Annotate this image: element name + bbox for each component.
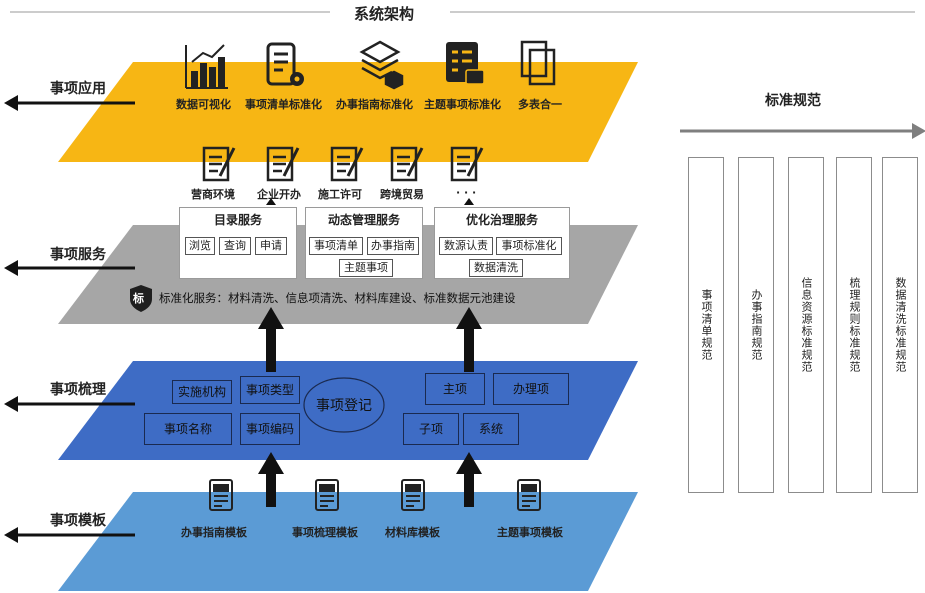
form-icon-4 [517, 479, 541, 511]
app-doc-more: · · · [456, 186, 477, 199]
up-arrow-small-1 [266, 198, 276, 205]
left-arrow-service [4, 260, 135, 276]
service-group-title: 动态管理服务 [327, 213, 400, 227]
form-icon-2 [315, 479, 339, 511]
app-item-guide-standard: 办事指南标准化 [336, 98, 413, 111]
service-tag-query: 查询 [219, 237, 251, 255]
standard-column-text: 信息资源标准规范 [800, 277, 813, 373]
layer-label-app: 事项应用 [50, 81, 106, 97]
app-doc-enterprise-start: 企业开办 [257, 188, 301, 201]
service-tag-guide: 办事指南 [367, 237, 419, 255]
combing-item-main: 主项 [425, 373, 485, 405]
page-title: 系统架构 [354, 5, 415, 23]
standard-column-info-resource: 信息资源标准规范 [788, 157, 824, 493]
service-tag-source-duty: 数源认责 [439, 237, 493, 255]
standard-service-text: 标准化服务：材料清洗、信息项清洗、材料库建设、标准数据元池建设 [159, 291, 516, 305]
app-doc-cross-border-trade: 跨境贸易 [380, 188, 424, 201]
standard-column-data-cleaning: 数据清洗标准规范 [882, 157, 918, 493]
left-arrow-combing [4, 396, 135, 412]
form-icon-1 [209, 479, 233, 511]
service-group-dynamic: 动态管理服务 事项清单 办事指南 主题事项 [305, 207, 423, 279]
combing-item-sub: 子项 [403, 413, 459, 445]
standard-column-text: 事项清单规范 [700, 289, 713, 361]
doc-icon-1 [202, 146, 236, 182]
template-item-topic: 主题事项模板 [497, 526, 563, 539]
standards-arrow [680, 123, 925, 139]
doc-icon-5 [450, 146, 484, 182]
left-arrow-template [4, 527, 135, 543]
app-item-merge-forms: 多表合一 [518, 98, 562, 111]
doc-icon-3 [330, 146, 364, 182]
service-tag-data-clean: 数据清洗 [469, 259, 523, 277]
standard-column-guide: 办事指南规范 [738, 157, 774, 493]
layer-label-combing: 事项梳理 [50, 382, 106, 398]
service-group-title: 目录服务 [213, 213, 262, 227]
standards-title: 标准规范 [765, 93, 821, 109]
combing-item-code: 事项编码 [240, 413, 300, 445]
standard-column-text: 数据清洗标准规范 [894, 277, 907, 373]
doc-icon-2 [266, 146, 300, 182]
combing-item-agency: 实施机构 [172, 380, 232, 404]
layers-icon [359, 40, 404, 90]
shield-char: 标 [133, 292, 144, 305]
doc-icon-4 [390, 146, 424, 182]
template-item-material: 材料库模板 [385, 526, 440, 539]
plane-template [58, 492, 638, 591]
shield-icon [130, 285, 152, 312]
form-icon-3 [401, 479, 425, 511]
app-item-topic-standard: 主题事项标准化 [424, 98, 501, 111]
up-arrow-small-2 [464, 198, 474, 205]
up-arrow-3 [258, 307, 284, 372]
template-form-icons [209, 479, 541, 511]
topic-icon [446, 42, 485, 85]
app-doc-construction-permit: 施工许可 [318, 188, 362, 201]
combing-item-type: 事项类型 [240, 376, 300, 404]
template-item-combing: 事项梳理模板 [292, 526, 358, 539]
combing-item-handle: 办理项 [493, 373, 569, 405]
app-item-visualization: 数据可视化 [176, 98, 231, 111]
chart-icon [185, 44, 228, 89]
service-tag-apply: 申请 [255, 237, 287, 255]
service-group-title: 优化治理服务 [465, 213, 538, 227]
layer-label-service: 事项服务 [50, 247, 106, 263]
service-tag-topic: 主题事项 [339, 259, 393, 277]
left-arrow-app [4, 95, 135, 111]
service-group-optimize: 优化治理服务 数源认责 事项标准化 数据清洗 [434, 207, 570, 279]
app-item-list-standard: 事项清单标准化 [245, 98, 322, 111]
up-arrow-2 [456, 452, 482, 507]
service-tag-browse: 浏览 [185, 237, 215, 255]
service-group-catalog: 目录服务 浏览 查询 申请 [179, 207, 297, 279]
combing-item-name: 事项名称 [144, 413, 232, 445]
combing-center: 事项登记 [316, 398, 372, 414]
standard-column-text: 梳理规则标准规范 [848, 277, 861, 373]
up-arrow-4 [456, 307, 482, 372]
service-tag-item-list: 事项清单 [309, 237, 363, 255]
registration-ellipse [303, 377, 385, 433]
standard-column-text: 办事指南规范 [750, 289, 763, 361]
service-tag-item-standard: 事项标准化 [496, 237, 562, 255]
standard-column-combing-rules: 梳理规则标准规范 [836, 157, 872, 493]
list-settings-icon [266, 42, 304, 86]
template-item-guide: 办事指南模板 [181, 526, 247, 539]
app-doc-business-env: 营商环境 [191, 188, 235, 201]
up-arrow-1 [258, 452, 284, 507]
standard-column-item-list: 事项清单规范 [688, 157, 724, 493]
combing-item-system: 系统 [463, 413, 519, 445]
doc-icons [202, 146, 484, 182]
merge-forms-icon [520, 40, 556, 86]
layer-label-template: 事项模板 [50, 513, 106, 529]
